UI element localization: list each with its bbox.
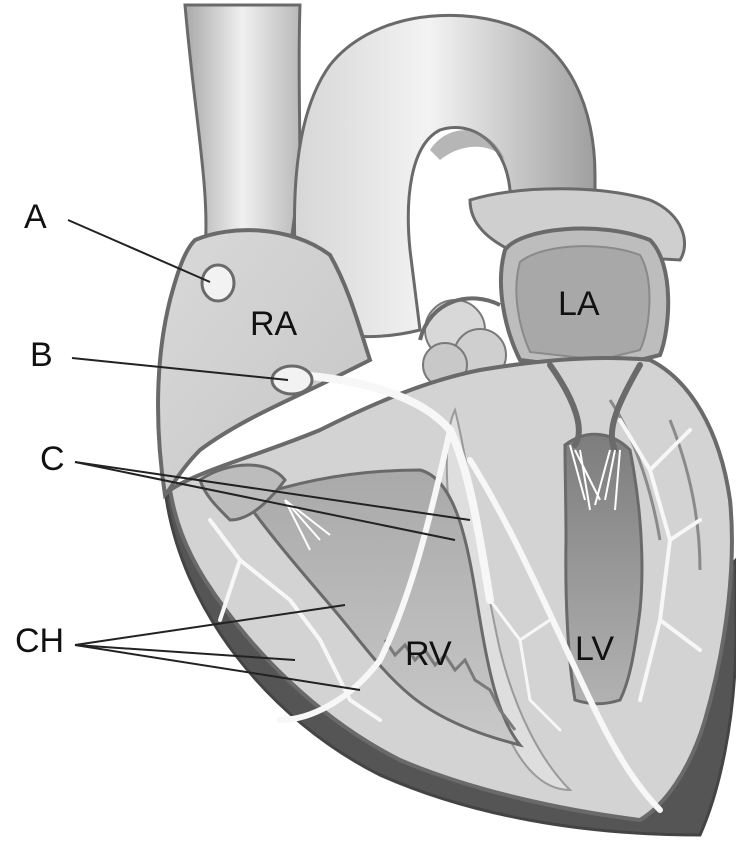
- label-left-ventricle: LV: [575, 630, 614, 668]
- av-node: [272, 366, 312, 394]
- sa-node: [202, 265, 234, 301]
- callout-label-ch: CH: [15, 622, 64, 660]
- callout-label-c: C: [40, 440, 65, 478]
- superior-vena-cava: [185, 5, 300, 250]
- label-left-atrium: LA: [558, 285, 600, 323]
- label-right-atrium: RA: [250, 305, 298, 343]
- label-right-ventricle: RV: [405, 635, 452, 673]
- callout-label-a: A: [24, 198, 47, 236]
- callout-label-b: B: [30, 336, 53, 374]
